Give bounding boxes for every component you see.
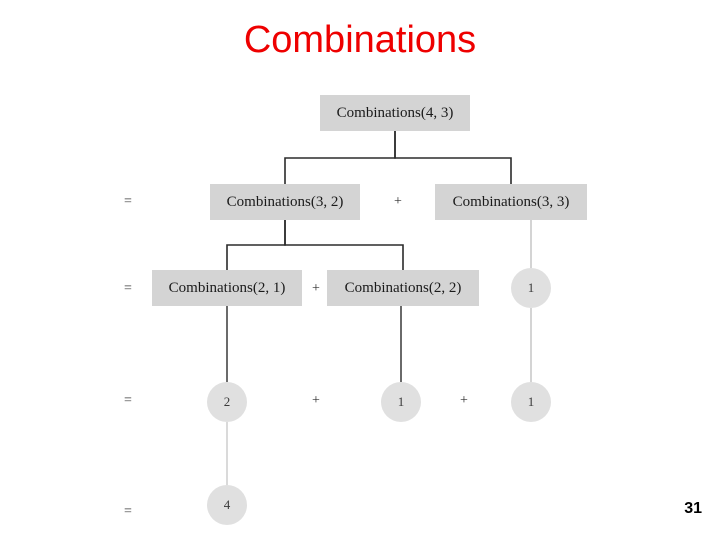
plus-label: + [312, 281, 320, 296]
page-number: 31 [684, 500, 702, 517]
edge-root-right [394, 131, 512, 184]
equals-sign-row1: = [120, 194, 136, 210]
equals-sign-row4: = [120, 504, 136, 520]
tree-leaf-label: 1 [527, 280, 535, 295]
tree-node-label: Combinations(3, 2) [226, 193, 344, 210]
edge-root-left [284, 131, 396, 184]
edge-l2-left [226, 220, 286, 270]
tree-leaf-label: 1 [397, 394, 405, 409]
tree-node-label: Combinations(2, 2) [344, 279, 462, 296]
tree-node-combinations-3-2[interactable]: Combinations(3, 2) [210, 184, 360, 220]
tree-leaf-value-1b: 1 [381, 382, 421, 422]
plus-sign-level3: + [308, 281, 324, 297]
equals-label: = [124, 194, 132, 209]
plus-label: + [394, 194, 402, 209]
tree-leaf-value-1a: 1 [511, 268, 551, 308]
equals-label: = [124, 393, 132, 408]
tree-leaf-value-2: 2 [207, 382, 247, 422]
tree-node-label: Combinations(4, 3) [336, 104, 454, 121]
page-title: Combinations [243, 19, 477, 61]
tree-leaf-label: 2 [223, 394, 231, 409]
plus-label: + [312, 393, 320, 408]
tree-leaf-label: 4 [223, 497, 231, 512]
equals-sign-row3: = [120, 393, 136, 409]
edge-l2-right [284, 220, 404, 270]
tree-leaf-label: 1 [527, 394, 535, 409]
tree-node-label: Combinations(3, 3) [452, 193, 570, 210]
tree-leaf-value-1c: 1 [511, 382, 551, 422]
tree-result-value-4: 4 [207, 485, 247, 525]
tree-node-combinations-3-3[interactable]: Combinations(3, 3) [435, 184, 587, 220]
plus-sign-level2: + [390, 194, 406, 210]
equals-label: = [124, 504, 132, 519]
equals-label: = [124, 281, 132, 296]
plus-sign-values-right: + [456, 393, 472, 409]
tree-node-combinations-4-3[interactable]: Combinations(4, 3) [320, 95, 470, 131]
plus-sign-values-left: + [308, 393, 324, 409]
tree-node-label: Combinations(2, 1) [168, 279, 286, 296]
tree-node-combinations-2-2[interactable]: Combinations(2, 2) [327, 270, 479, 306]
plus-label: + [460, 393, 468, 408]
equals-sign-row2: = [120, 281, 136, 297]
tree-node-combinations-2-1[interactable]: Combinations(2, 1) [152, 270, 302, 306]
